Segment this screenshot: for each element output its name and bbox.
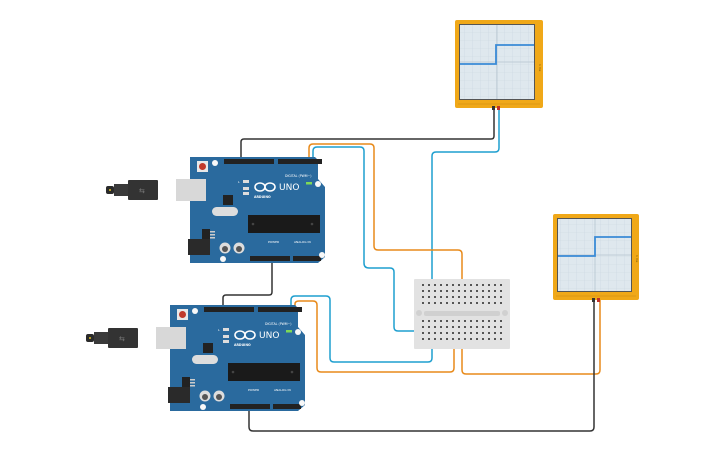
scope-label: 1 ms <box>635 255 639 263</box>
analog-label: ANALOG IN <box>294 240 311 244</box>
power-label: POWER <box>248 388 259 392</box>
wire-black-bottom-gnd[interactable] <box>248 300 595 432</box>
analog-header[interactable] <box>273 404 301 409</box>
digital-header-a[interactable] <box>224 159 274 164</box>
wire-blue-top-scope[interactable] <box>431 108 500 332</box>
scope-neg-terminal[interactable] <box>492 106 495 110</box>
atmega-chip <box>228 363 300 381</box>
arduino-uno-bottom[interactable]: ⇆ DIGITAL (PWM~) L UNO ARDUINO POWER ANA… <box>86 305 305 411</box>
digital-header-b[interactable] <box>258 307 302 312</box>
wire-blue-top-arduino[interactable] <box>312 146 432 332</box>
digital-header-a[interactable] <box>204 307 254 312</box>
oscilloscope-right[interactable]: 1 ms <box>553 214 639 302</box>
scope-pos-terminal[interactable] <box>597 298 600 302</box>
led-l-label: L <box>218 328 220 332</box>
wire-black-gnd-link[interactable] <box>222 258 273 308</box>
power-header[interactable] <box>250 256 290 261</box>
led-l-label: L <box>238 180 240 184</box>
breadboard[interactable] <box>414 279 510 349</box>
arduino-logo <box>234 330 256 340</box>
brand-label: ARDUINO <box>254 195 271 199</box>
analog-label: ANALOG IN <box>274 388 291 392</box>
power-jack <box>188 239 210 255</box>
crystal <box>192 355 218 364</box>
usb-port <box>156 327 186 349</box>
scope-pos-terminal[interactable] <box>497 106 500 110</box>
wire-blue-bottom-arduino[interactable] <box>290 295 433 363</box>
wire-orange-right-scope[interactable] <box>461 300 601 375</box>
digital-label: DIGITAL (PWM~) <box>285 174 311 178</box>
usb-port <box>176 179 206 201</box>
usb-cable: ⇆ <box>86 328 138 348</box>
scope-neg-terminal[interactable] <box>592 298 595 302</box>
model-label: UNO <box>259 331 279 341</box>
digital-header-b[interactable] <box>278 159 322 164</box>
power-led <box>306 182 312 185</box>
scope-trace <box>460 44 534 65</box>
breadboard-center-channel <box>424 311 500 316</box>
usb-cable: ⇆ <box>106 180 158 200</box>
power-header[interactable] <box>230 404 270 409</box>
power-led <box>286 330 292 333</box>
usb-icon: ⇆ <box>119 335 125 343</box>
scope-trace <box>558 236 631 257</box>
atmega-chip <box>248 215 320 233</box>
power-jack <box>168 387 190 403</box>
wire-orange-top-arduino[interactable] <box>308 143 463 330</box>
wires <box>222 108 601 432</box>
crystal <box>212 207 238 216</box>
arduino-logo <box>254 182 276 192</box>
usb-icon: ⇆ <box>139 187 145 195</box>
analog-header[interactable] <box>293 256 321 261</box>
digital-label: DIGITAL (PWM~) <box>265 322 291 326</box>
model-label: UNO <box>279 183 299 193</box>
scope-label: 1 ms <box>538 64 542 72</box>
oscilloscope-top[interactable]: 1 ms <box>455 20 543 110</box>
wire-black-top-gnd[interactable] <box>240 108 495 157</box>
arduino-uno-top[interactable]: ⇆ DIGITAL (PWM~) L UNO ARDUINO POWER <box>106 157 325 263</box>
brand-label: ARDUINO <box>234 343 251 347</box>
power-label: POWER <box>268 240 279 244</box>
